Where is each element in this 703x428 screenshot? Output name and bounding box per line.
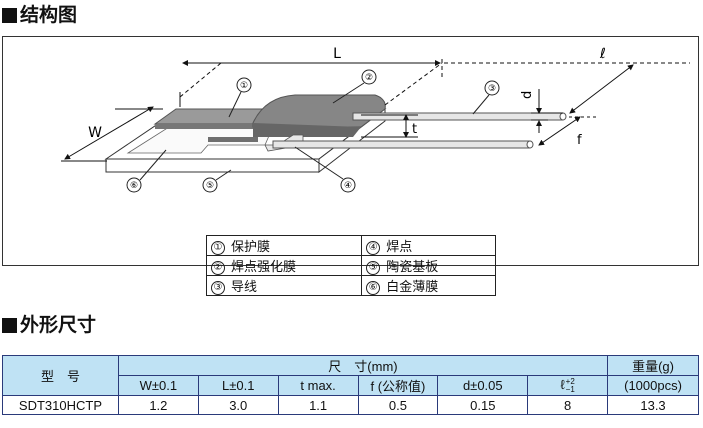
callout-6: ⑥ [130,181,138,191]
cell-t: 1.1 [277,395,359,415]
dimensions-heading: 外形尺寸 [2,314,96,336]
col-ell: ℓ+2−1 [527,375,609,396]
callout-3: ③ [488,84,496,94]
structure-diagram: L ℓ W t d f ① ② [2,36,699,296]
callout-4: ④ [344,181,352,191]
solder-reinforcement [252,94,386,137]
protective-film [153,108,277,142]
diagram-svg: L ℓ W t d f ① ② [61,46,690,193]
dims-header: 尺 寸(mm) [117,355,609,376]
callout-2: ② [365,73,373,83]
cell-ell: 8 [527,395,609,415]
dim-W-label: W [88,125,102,141]
spec-table: 型 号 尺 寸(mm) 重量(g) W±0.1 L±0.1 t max. f (… [2,355,699,415]
callout-markers: ① ② ③ ④ ⑤ ⑥ [126,69,500,193]
heading-square-icon [2,7,17,23]
table-row: SDT310HCTP 1.2 3.0 1.1 0.5 0.15 8 13.3 [2,395,699,415]
dim-ell-label: ℓ [599,46,606,62]
cell-weight: 13.3 [607,395,699,415]
cell-W: 1.2 [117,395,199,415]
cell-L: 3.0 [197,395,279,415]
cell-model: SDT310HCTP [2,395,119,415]
structure-heading-text: 结构图 [20,4,78,26]
col-L: L±0.1 [197,375,279,396]
heading-square-icon [2,317,17,333]
weight-header: 重量(g) [607,355,699,376]
dim-d-label: d [520,91,535,99]
structure-heading: 结构图 [2,4,77,26]
dim-t-label: t [412,122,417,137]
dimensions-heading-text: 外形尺寸 [20,314,97,336]
col-W: W±0.1 [117,375,199,396]
callout-5: ⑤ [206,181,214,191]
dim-f-label: f [577,133,582,148]
col-t: t max. [277,375,359,396]
col-d: d±0.05 [437,375,529,396]
weight-subheader: (1000pcs) [607,375,699,396]
callout-1: ① [240,81,248,91]
cell-f: 0.5 [357,395,439,415]
dim-L-label: L [333,46,341,62]
model-header: 型 号 [2,355,119,396]
col-f: f (公称值) [357,375,439,396]
cell-d: 0.15 [437,395,529,415]
